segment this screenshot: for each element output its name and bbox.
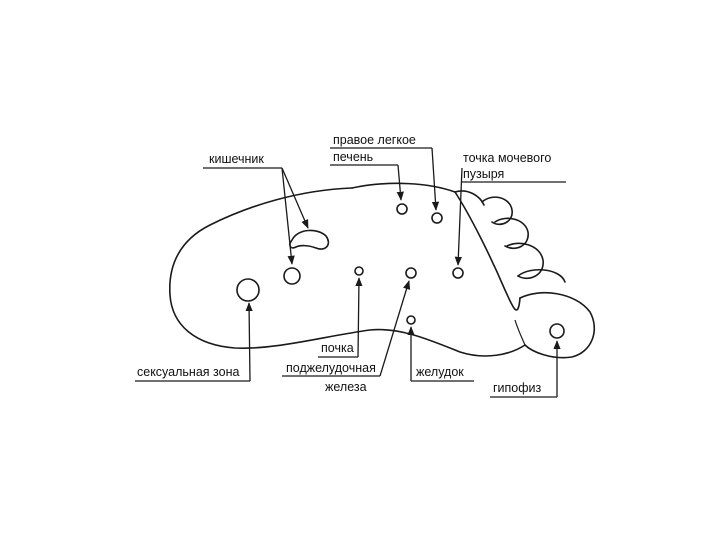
point-sexual-zone <box>236 278 260 302</box>
point-intestine <box>283 267 301 285</box>
point-liver <box>396 203 408 215</box>
foot-outline <box>169 182 596 359</box>
reflex-points <box>236 203 565 339</box>
toe-5 <box>454 190 485 206</box>
label-pituitary: гипофиз <box>493 381 542 395</box>
label-stomach: желудок <box>416 365 464 379</box>
leader-lines <box>135 147 566 398</box>
toe-2 <box>506 242 544 280</box>
label-liver: печень <box>333 150 373 164</box>
label-bladder-line2: пузыря <box>463 167 504 181</box>
label-pancreas-line2: железа <box>325 380 367 394</box>
point-pituitary <box>549 323 565 339</box>
intestine-shape <box>289 229 330 250</box>
big-toe <box>519 292 596 359</box>
point-kidney <box>354 266 364 276</box>
point-stomach <box>406 315 416 325</box>
toe-1 <box>517 269 566 283</box>
label-right-lung: правое легкое <box>333 133 416 147</box>
labels: кишечник правое легкое печень точка моче… <box>137 133 551 395</box>
point-bladder <box>452 267 464 279</box>
label-kidney: почка <box>321 341 354 355</box>
label-intestine: кишечник <box>209 152 264 166</box>
toe-3 <box>494 217 529 250</box>
point-right-lung <box>431 212 443 224</box>
toe-4 <box>481 196 513 226</box>
label-sexual-zone: сексуальная зона <box>137 365 239 379</box>
point-pancreas <box>405 267 417 279</box>
label-bladder-line1: точка мочевого <box>463 151 551 165</box>
label-pancreas-line1: поджелудочная <box>286 361 376 375</box>
